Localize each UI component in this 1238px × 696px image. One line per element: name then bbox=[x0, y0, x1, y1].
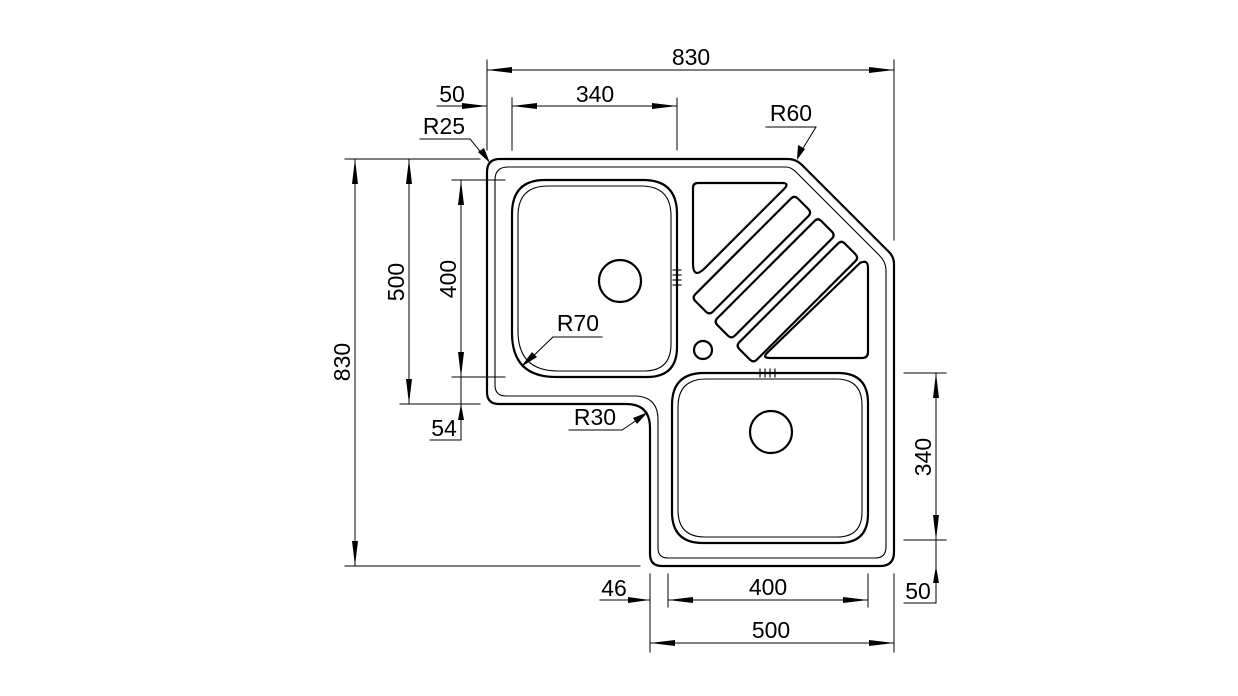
dim-r25: R25 bbox=[419, 113, 490, 163]
drainboard bbox=[691, 181, 870, 363]
right-bowl-outline bbox=[670, 371, 870, 545]
label-bottom-left-gap: 54 bbox=[431, 415, 457, 441]
dim-right-bowl-height: 340 bbox=[903, 372, 947, 541]
label-right-bowl-height: 340 bbox=[910, 438, 936, 476]
left-overflow-marks bbox=[672, 267, 682, 289]
tap-hole bbox=[692, 339, 714, 361]
dim-left-offset: 50 bbox=[436, 81, 488, 109]
label-r60: R60 bbox=[770, 100, 812, 126]
label-overall-width: 830 bbox=[672, 44, 710, 70]
dim-right-outer-width: 500 bbox=[649, 573, 895, 653]
right-drain-hole bbox=[748, 409, 794, 455]
drain-groove-1 bbox=[692, 195, 812, 315]
label-right-outer-width: 500 bbox=[752, 617, 790, 643]
label-r30: R30 bbox=[574, 404, 616, 430]
left-drain-hole bbox=[597, 258, 643, 304]
label-bottom-offset-left: 46 bbox=[601, 575, 627, 601]
label-bottom-right-offset: 50 bbox=[905, 578, 931, 604]
right-bowl bbox=[670, 368, 870, 545]
drain-groove-3 bbox=[736, 240, 859, 363]
dim-r70: R70 bbox=[521, 310, 603, 367]
drain-groove-2 bbox=[714, 218, 835, 339]
right-overflow-marks bbox=[755, 368, 780, 378]
label-right-inner-width: 400 bbox=[749, 574, 787, 600]
dim-overall-height: 830 bbox=[329, 158, 641, 567]
right-bowl-inner-outline bbox=[677, 378, 863, 538]
dim-bottom-left-gap: 54 bbox=[429, 376, 464, 441]
dimension-lines: 830 50 340 R25 R60 bbox=[329, 44, 947, 653]
label-left-outer-height: 500 bbox=[383, 263, 409, 301]
dim-bottom-right-offset: 50 bbox=[903, 539, 939, 604]
sink-outer-outline bbox=[485, 157, 896, 568]
left-bowl-inner-outline bbox=[517, 185, 672, 372]
dim-right-inner-width: 400 bbox=[667, 573, 869, 608]
drainboard-lower-triangle bbox=[764, 260, 870, 360]
label-r25: R25 bbox=[423, 113, 465, 139]
drain-grooves bbox=[692, 195, 859, 363]
dim-left-bowl-width: 340 bbox=[511, 81, 678, 151]
dim-left-inner-height: 400 bbox=[435, 179, 506, 378]
left-bowl-outline bbox=[510, 178, 679, 379]
dim-r60: R60 bbox=[765, 100, 817, 160]
dim-left-outer-height: 500 bbox=[383, 158, 481, 405]
dim-bottom-offset-left: 46 bbox=[599, 575, 651, 603]
label-left-bowl-width: 340 bbox=[576, 81, 614, 107]
dim-r30: R30 bbox=[568, 404, 648, 431]
sink-body bbox=[485, 157, 896, 568]
sink-inner-outline bbox=[494, 166, 887, 559]
label-left-inner-height: 400 bbox=[435, 260, 461, 298]
label-left-offset: 50 bbox=[439, 81, 465, 107]
label-r70: R70 bbox=[557, 310, 599, 336]
left-bowl bbox=[510, 178, 682, 379]
dim-overall-width: 830 bbox=[486, 44, 895, 241]
drainboard-upper-triangle bbox=[691, 181, 788, 275]
label-overall-height: 830 bbox=[329, 343, 355, 381]
